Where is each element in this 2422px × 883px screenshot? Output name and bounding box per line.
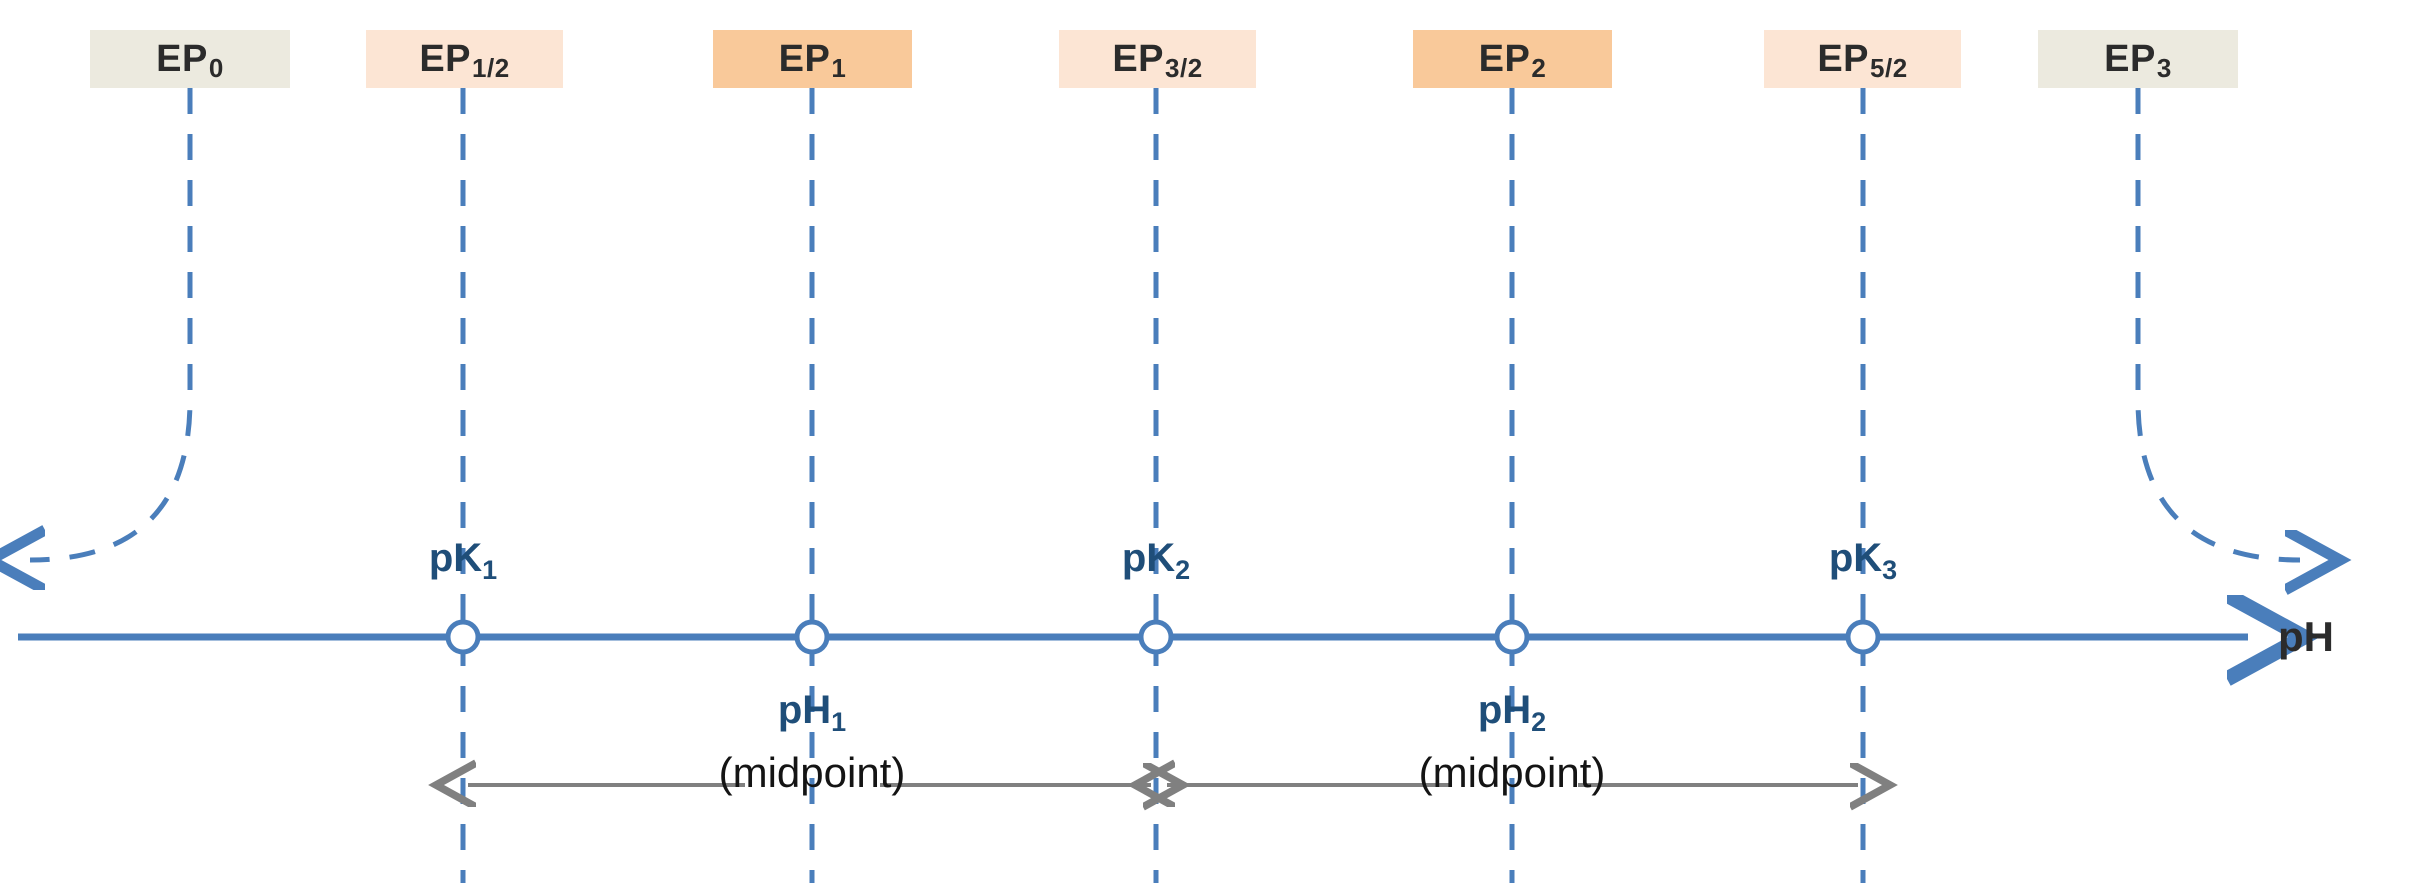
ep-box-5-2-label: EP [1817,37,1870,80]
tick-dashed-lines [460,88,1866,883]
ep-box-1-subscript: 1 [831,52,847,83]
ph-2-label: pH2 [1477,688,1546,736]
ep-box-0-label: EP [156,37,208,80]
pk-3-base: pK [1828,536,1883,580]
ep-box-3-2-label: EP [1112,37,1165,80]
pk-3-label: pK3 [1828,536,1897,584]
pk-2-label: pK2 [1121,536,1190,584]
ph-axis-title: pH [2278,613,2334,660]
ph-1-midpoint-note: (midpoint) [718,749,906,796]
circle-pk1 [445,619,481,655]
curved-arrow-left [30,88,193,560]
ep-box-1-2-subscript: 1/2 [472,52,510,83]
pk-3-subscript: 3 [1882,555,1898,585]
curved-arrow-right [2135,88,2300,560]
pk-2-base: pK [1121,536,1176,580]
pk-1-subscript: 1 [482,555,498,585]
ep-box-1-label: EP [778,37,831,80]
ep-box-2-label: EP [1478,37,1531,80]
circle-ep1 [794,619,830,655]
ep-box-5-2-subscript: 5/2 [1870,52,1908,83]
ph-2-subscript: 2 [1531,707,1547,737]
ph-1-base: pH [777,688,832,732]
ep-box-3-subscript: 3 [2156,52,2172,83]
ep-box-0-subscript: 0 [208,52,224,83]
ep-box-3-2-subscript: 3/2 [1165,52,1203,83]
circle-pk2 [1138,619,1174,655]
equivalence-point-markers [445,619,1881,655]
ph-2-base: pH [1477,688,1532,732]
ph-1-subscript: 1 [831,707,847,737]
pk-1-label: pK1 [428,536,497,584]
ep-box-3-label: EP [2104,37,2156,80]
ep-box-1-2-label: EP [419,37,472,80]
ph-1-label: pH1 [777,688,846,736]
ph-2-midpoint-note: (midpoint) [1418,749,1606,796]
circle-pk3 [1845,619,1881,655]
pk-2-subscript: 2 [1175,555,1191,585]
pk-1-base: pK [428,536,483,580]
ep-box-2-subscript: 2 [1531,52,1547,83]
circle-ep2 [1494,619,1530,655]
